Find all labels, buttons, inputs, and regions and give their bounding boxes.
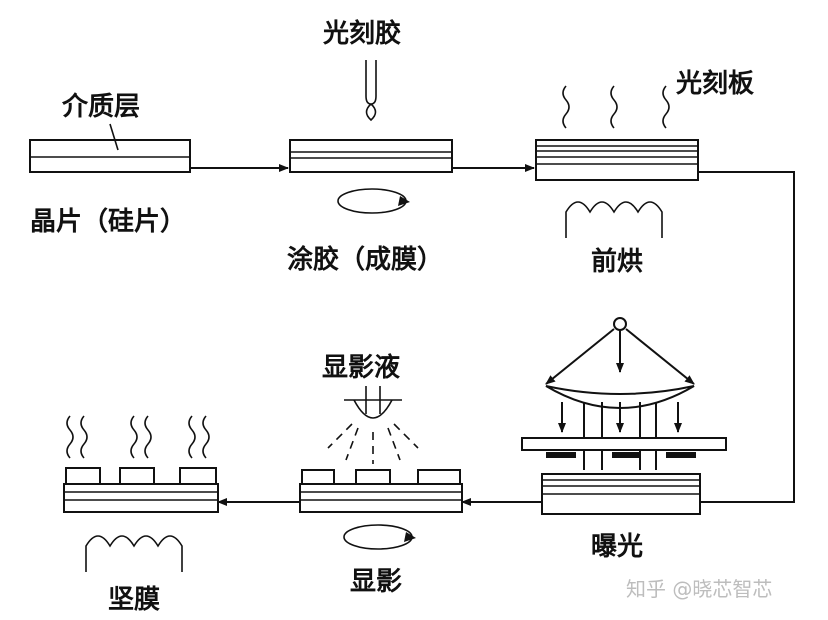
heat-wave-icon xyxy=(662,85,670,129)
heat-wave-icon xyxy=(188,415,196,459)
spin-icon xyxy=(337,188,407,214)
connector-right xyxy=(698,171,795,503)
heater-coil-icon xyxy=(565,201,663,238)
develop-step: 显影液 显影 xyxy=(299,353,463,597)
heat-wave-icon xyxy=(130,415,138,459)
heat-wave-icon xyxy=(562,85,570,129)
spin-icon xyxy=(343,524,413,550)
wafer-step: 介质层 晶片（硅片） xyxy=(29,92,191,237)
coating-step: 光刻胶 涂胶（成膜） xyxy=(287,18,453,275)
label-developer: 显影液 xyxy=(322,353,400,383)
label-dielectric: 介质层 xyxy=(61,92,140,122)
heater-coil-icon xyxy=(85,535,183,572)
exposure-step: 曝光 xyxy=(521,317,727,562)
mask-plate xyxy=(521,437,727,451)
label-exposure: 曝光 xyxy=(591,532,643,562)
label-photoresist: 光刻胶 xyxy=(322,18,401,49)
coated-wafer xyxy=(289,139,453,173)
hardbake-step: 坚膜 xyxy=(63,415,219,615)
watermark: 知乎 @晓芯智芯 xyxy=(626,577,772,601)
heat-wave-icon xyxy=(144,415,152,459)
dropper-icon xyxy=(365,60,377,105)
developed-wafer xyxy=(299,483,463,513)
spray-icon xyxy=(327,423,419,464)
hardbake-wafer xyxy=(63,483,219,513)
label-hardbake: 坚膜 xyxy=(108,585,160,615)
resist-drop-icon xyxy=(365,103,377,122)
dielectric-pointer xyxy=(109,123,119,151)
label-coating: 涂胶（成膜） xyxy=(287,244,443,275)
light-source-icon xyxy=(613,317,627,331)
prebake-step: 光刻板 前烘 xyxy=(535,68,754,277)
heat-wave-icon xyxy=(66,415,74,459)
label-develop: 显影 xyxy=(350,567,402,597)
wafer-body xyxy=(29,139,191,173)
heat-wave-icon xyxy=(80,415,88,459)
heat-wave-icon xyxy=(610,85,618,129)
label-wafer: 晶片（硅片） xyxy=(30,207,186,237)
label-mask: 光刻板 xyxy=(675,68,754,99)
nozzle-icon xyxy=(353,399,393,419)
heat-wave-icon xyxy=(202,415,210,459)
label-prebake: 前烘 xyxy=(591,246,643,277)
